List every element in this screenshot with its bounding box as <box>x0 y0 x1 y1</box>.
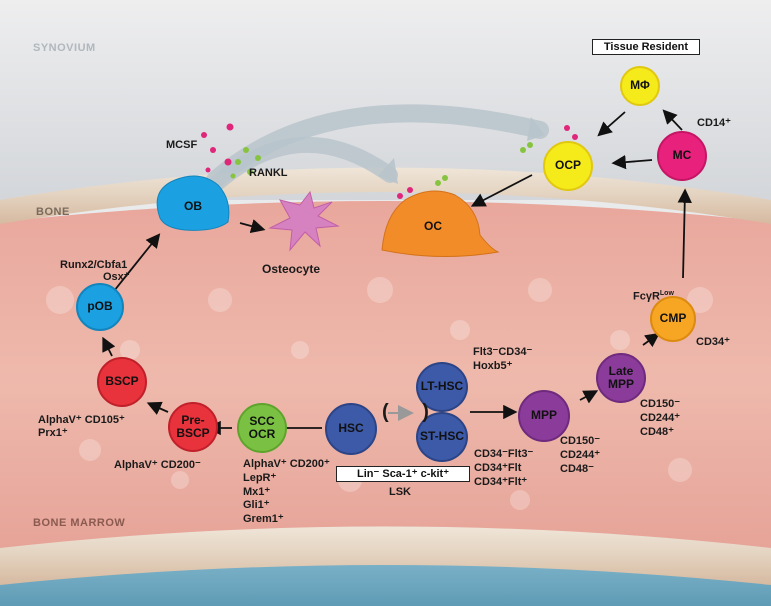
scc-marker: Grem1⁺ <box>243 513 284 525</box>
tissue-resident-box: Tissue Resident <box>592 39 700 55</box>
ob-shape <box>156 175 230 231</box>
mpp-marker: CD150⁻ <box>560 435 601 447</box>
mcsf-flow-arrowhead <box>527 117 545 141</box>
cell-mpp: MPP <box>518 390 570 442</box>
marrow-texture <box>46 277 713 510</box>
oc-shape <box>381 190 500 258</box>
hsc-bracket: ( ) <box>382 401 443 423</box>
cell-mc: MC <box>657 131 707 181</box>
region-bone-marrow: BONE MARROW <box>33 517 126 529</box>
arrow-mphi-ocp <box>597 111 626 137</box>
scc-marker-list: AlphaV⁺ CD200⁺ LepR⁺ Mx1⁺ Gli1⁺ Grem1⁺ <box>243 458 330 527</box>
late-mpp-marker: CD48⁺ <box>640 425 674 438</box>
label-runx2: Runx2/Cbfa1 <box>60 259 128 271</box>
arrow-pob-ob <box>109 233 161 297</box>
cell-pre-bscp: Pre- BSCP <box>168 402 218 452</box>
fcyr-sup: Low <box>659 290 674 297</box>
cell-mphi: MΦ <box>620 66 660 106</box>
bone-layer-bottom <box>0 526 771 585</box>
pre-bscp-line1: Pre- <box>181 412 205 427</box>
cell-hsc: HSC <box>325 403 377 455</box>
cell-cmp: CMP <box>650 296 696 342</box>
late-mpp-marker: CD244⁺ <box>640 411 681 424</box>
fcyr-text: FcγR <box>633 290 660 303</box>
label-mcsf: MCSF <box>166 139 198 151</box>
mcsf-dots <box>201 123 578 199</box>
label-cd34-cmp: CD34⁺ <box>696 336 730 348</box>
osteocyte-shape <box>268 190 340 252</box>
late-mpp-line2: MPP <box>607 377 634 391</box>
cell-st-hsc: ST-HSC <box>416 412 468 462</box>
label-lsk: LSK <box>389 486 411 498</box>
arrow-mpp-latempp <box>579 390 599 404</box>
pre-bscp-line2: BSCP <box>176 426 210 440</box>
region-synovium: SYNOVIUM <box>33 42 96 54</box>
arrow-latempp-cmp <box>642 332 660 348</box>
label-cd14: CD14⁺ <box>697 117 731 129</box>
cell-scc-ocr: SCC OCR <box>237 403 287 453</box>
scc-marker: LepR⁺ <box>243 471 277 484</box>
rankl-dots <box>230 142 533 186</box>
mpp-marker: CD48⁻ <box>560 462 594 475</box>
late-mpp-marker: CD150⁻ <box>640 398 681 410</box>
scc-marker: AlphaV⁺ CD200⁺ <box>243 458 330 470</box>
late-mpp-marker-list: CD150⁻ CD244⁺ CD48⁺ <box>640 398 680 439</box>
scc-marker: Mx1⁺ <box>243 485 271 498</box>
cell-lt-hsc: LT-HSC <box>416 362 468 412</box>
arrow-ob-osteocyte <box>239 219 266 234</box>
label-fcyr: FcγRLow <box>633 290 674 304</box>
label-alphav-cd200neg: AlphaV⁺ CD200⁻ <box>114 459 201 471</box>
rankl-flow-arrowhead <box>378 158 398 184</box>
arrows <box>102 109 692 436</box>
st-marker: CD34⁻Flt3⁻ <box>474 448 534 460</box>
label-rankl: RANKL <box>249 167 288 179</box>
arrow-bscp-pob <box>102 336 116 357</box>
rankl-flow-arrow <box>207 136 398 193</box>
scc-marker: Gli1⁺ <box>243 499 270 512</box>
scc-line2: OCR <box>248 427 276 441</box>
label-alphav-cd105: AlphaV⁺ CD105⁺ <box>38 414 125 426</box>
st-marker: CD34⁺Flt⁺ <box>474 475 528 488</box>
region-bone: BONE <box>36 206 70 218</box>
bone-marrow-layer <box>0 201 771 560</box>
cell-ocp: OCP <box>543 141 593 191</box>
arrow-ocp-oc <box>470 174 533 207</box>
lt-marker: Hoxb5⁺ <box>473 359 513 372</box>
cell-oc: OC <box>424 219 442 234</box>
st-hsc-marker-list: CD34⁻Flt3⁻ CD34⁺Flt CD34⁺Flt⁺ <box>474 448 533 489</box>
cell-pob: pOB <box>76 283 124 331</box>
late-mpp-line1: Late <box>608 363 634 378</box>
label-osteocyte: Osteocyte <box>262 262 321 276</box>
arrow-mc-mphi <box>662 109 683 131</box>
lt-hsc-marker-list: Flt3⁻CD34⁻ Hoxb5⁺ <box>473 346 532 374</box>
lsk-box: Lin⁻ Sca-1⁺ c-kit⁺ <box>336 466 470 482</box>
cell-bscp: BSCP <box>97 357 147 407</box>
arrow-mc-ocp <box>611 154 653 170</box>
scc-line1: SCC <box>249 413 275 428</box>
mpp-marker: CD244⁺ <box>560 448 601 461</box>
arrow-cmp-mc <box>677 188 692 279</box>
cell-late-mpp: Late MPP <box>596 353 646 403</box>
arrow-prebscp-bscp <box>146 401 169 415</box>
lt-marker: Flt3⁻CD34⁻ <box>473 346 533 358</box>
mpp-marker-list: CD150⁻ CD244⁺ CD48⁻ <box>560 435 600 476</box>
label-prx1: Prx1⁺ <box>38 427 68 439</box>
label-osx: Osx⁺ <box>103 271 130 283</box>
cell-ob: OB <box>184 199 202 214</box>
st-marker: CD34⁺Flt <box>474 461 522 474</box>
